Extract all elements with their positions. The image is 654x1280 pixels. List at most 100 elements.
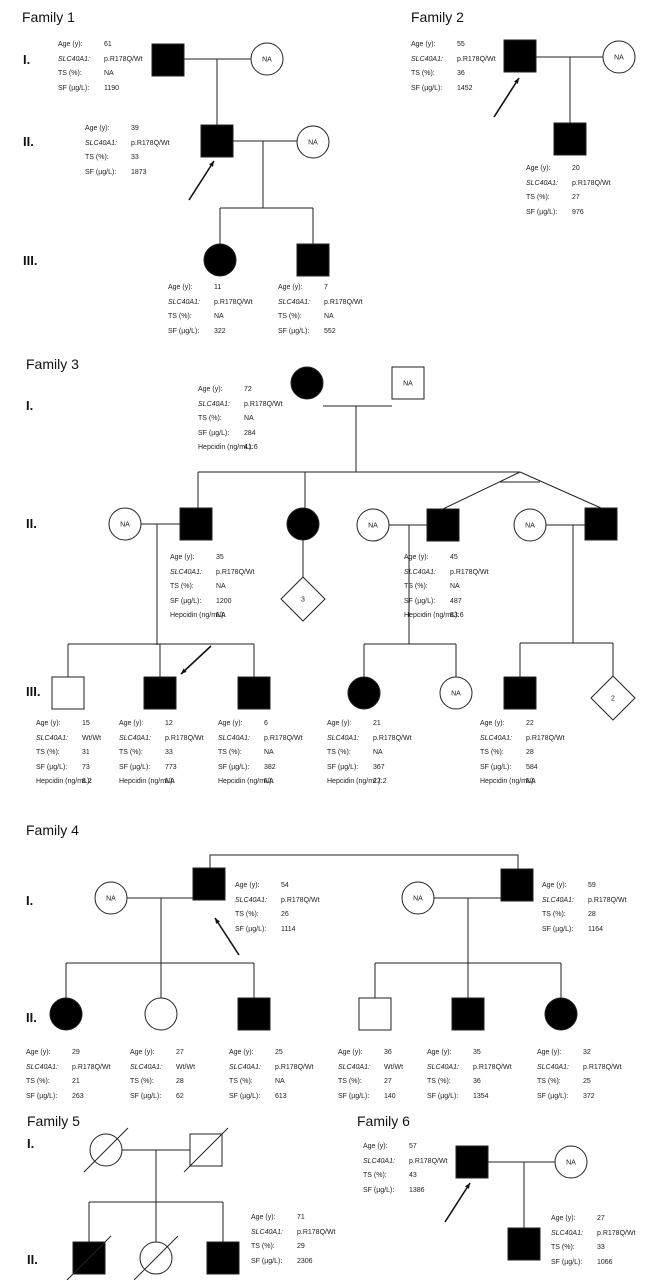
genotype-row: SLC40A1:p.R178Q/Wt xyxy=(551,1227,636,1242)
pedigree-member-f3-ii-3 xyxy=(286,507,320,541)
pedigree-member-f3-iii-2 xyxy=(143,676,177,710)
hepcidin-row: Hepcidin (ng/mL):NA xyxy=(119,778,204,787)
serum-ferritin-row: SF (µg/L):1386 xyxy=(363,1184,448,1199)
pedigree-member-f6-i-2: NA xyxy=(554,1145,588,1179)
age-row: Age (y):7 xyxy=(278,281,363,296)
serum-ferritin-row: SF (µg/L):1164 xyxy=(542,923,627,938)
field-label: Hepcidin (ng/mL): xyxy=(36,778,92,785)
pedigree-member-f3-i-1 xyxy=(290,366,324,400)
female-symbol xyxy=(356,508,390,542)
relationship-line xyxy=(519,471,602,509)
field-label: Age (y): xyxy=(36,720,61,727)
field-value: 32 xyxy=(583,1049,591,1056)
genotype-row: SLC40A1:p.R178Q/Wt xyxy=(85,137,170,152)
field-value: p.R178Q/Wt xyxy=(72,1063,111,1071)
serum-ferritin-row: SF (µg/L):73 xyxy=(36,761,101,776)
field-label: SF (µg/L): xyxy=(170,597,202,605)
family-1-title: Family 1 xyxy=(22,9,75,25)
field-value: 2306 xyxy=(297,1257,313,1265)
age-row: Age (y):29 xyxy=(26,1046,111,1061)
field-label: TS (%): xyxy=(85,154,109,161)
age-row: Age (y):45 xyxy=(404,551,489,566)
field-label: SLC40A1: xyxy=(85,139,117,147)
deceased-slash xyxy=(83,1127,129,1173)
field-value: Wt/Wt xyxy=(176,1063,196,1071)
sibling-line xyxy=(209,854,519,869)
proband-arrow-icon xyxy=(493,77,520,118)
age-row: Age (y):54 xyxy=(235,879,320,894)
field-value: 27 xyxy=(597,1215,605,1222)
field-value: p.R178Q/Wt xyxy=(297,1228,336,1236)
field-label: SLC40A1: xyxy=(480,734,512,742)
field-label: SLC40A1: xyxy=(427,1063,459,1071)
serum-ferritin-row: SF (µg/L): 382 xyxy=(218,761,303,776)
field-value: p.R178Q/Wt xyxy=(588,896,627,904)
field-label: TS (%): xyxy=(36,749,60,756)
field-value: 1164 xyxy=(588,925,604,933)
field-value: p.R178Q/Wt xyxy=(165,734,204,742)
pedigree-member-f4-ii-5 xyxy=(451,997,485,1031)
field-label: TS (%): xyxy=(537,1078,561,1085)
field-label: TS (%): xyxy=(119,749,143,756)
pedigree-member-f1-ii-2: NA xyxy=(296,125,330,159)
age-row: Age (y):6 xyxy=(218,717,303,732)
field-label: SLC40A1: xyxy=(168,298,200,306)
field-value: 263 xyxy=(72,1092,84,1100)
field-label: TS (%): xyxy=(411,70,435,77)
male-symbol xyxy=(455,1145,489,1179)
field-value: 27 xyxy=(384,1078,392,1085)
field-label: TS (%): xyxy=(26,1078,50,1085)
pedigree-member-f2-i-1 xyxy=(503,39,537,73)
field-label: SF (µg/L): xyxy=(130,1092,162,1100)
family-5-title: Family 5 xyxy=(27,1113,80,1129)
transferrin-saturation-row: TS (%):29 xyxy=(251,1240,336,1255)
field-value: 21 xyxy=(72,1078,80,1085)
field-label: TS (%): xyxy=(427,1078,451,1085)
field-value: NA xyxy=(214,313,224,320)
genotype-row: SLC40A1:p.R178Q/Wt xyxy=(119,732,204,747)
field-value: 322 xyxy=(214,327,226,335)
pedigree-member-f4-i-4 xyxy=(500,868,534,902)
field-label: TS (%): xyxy=(170,583,194,590)
field-label: SLC40A1: xyxy=(327,734,359,742)
field-label: SF (µg/L): xyxy=(218,763,250,771)
serum-ferritin-row: SF (µg/L):284 xyxy=(198,427,283,442)
field-label: TS (%): xyxy=(338,1078,362,1085)
age-row: Age (y):72 xyxy=(198,383,283,398)
pedigree-member-f4-ii-2 xyxy=(144,997,178,1031)
family-2-title: Family 2 xyxy=(411,9,464,25)
field-value: 31 xyxy=(82,749,90,756)
male-symbol xyxy=(503,39,537,73)
not-available-label: NA xyxy=(368,523,378,530)
generation-label-i: I. xyxy=(23,52,31,67)
pedigree-member-f3-iii-7: 2 xyxy=(590,675,636,721)
hepcidin-row: Hepcidin (ng/mL):83.6 xyxy=(404,612,489,621)
male-symbol xyxy=(426,508,460,542)
male-symbol xyxy=(584,507,618,541)
field-value: Wt/Wt xyxy=(82,734,102,742)
pedigree-member-f3-ii-2 xyxy=(179,507,213,541)
field-value: NA xyxy=(104,70,114,77)
field-label: SLC40A1: xyxy=(363,1157,395,1165)
field-value: NA xyxy=(244,415,254,422)
serum-ferritin-row: SF (µg/L):552 xyxy=(278,325,363,340)
not-available-label: NA xyxy=(106,896,116,903)
proband-arrows xyxy=(180,77,520,1223)
pedigree-member-f4-i-2 xyxy=(192,867,226,901)
transferrin-saturation-row: TS (%):33 xyxy=(85,151,170,166)
field-value: 22 xyxy=(526,720,534,727)
field-value: 382 xyxy=(264,763,276,771)
field-value: NA xyxy=(450,583,460,590)
field-value: p.R178Q/Wt xyxy=(473,1063,512,1071)
field-value: 71 xyxy=(297,1214,305,1221)
field-value: 72 xyxy=(244,386,252,393)
male-symbol xyxy=(237,676,271,710)
field-value: 15 xyxy=(82,720,90,727)
male-symbol xyxy=(296,243,330,277)
